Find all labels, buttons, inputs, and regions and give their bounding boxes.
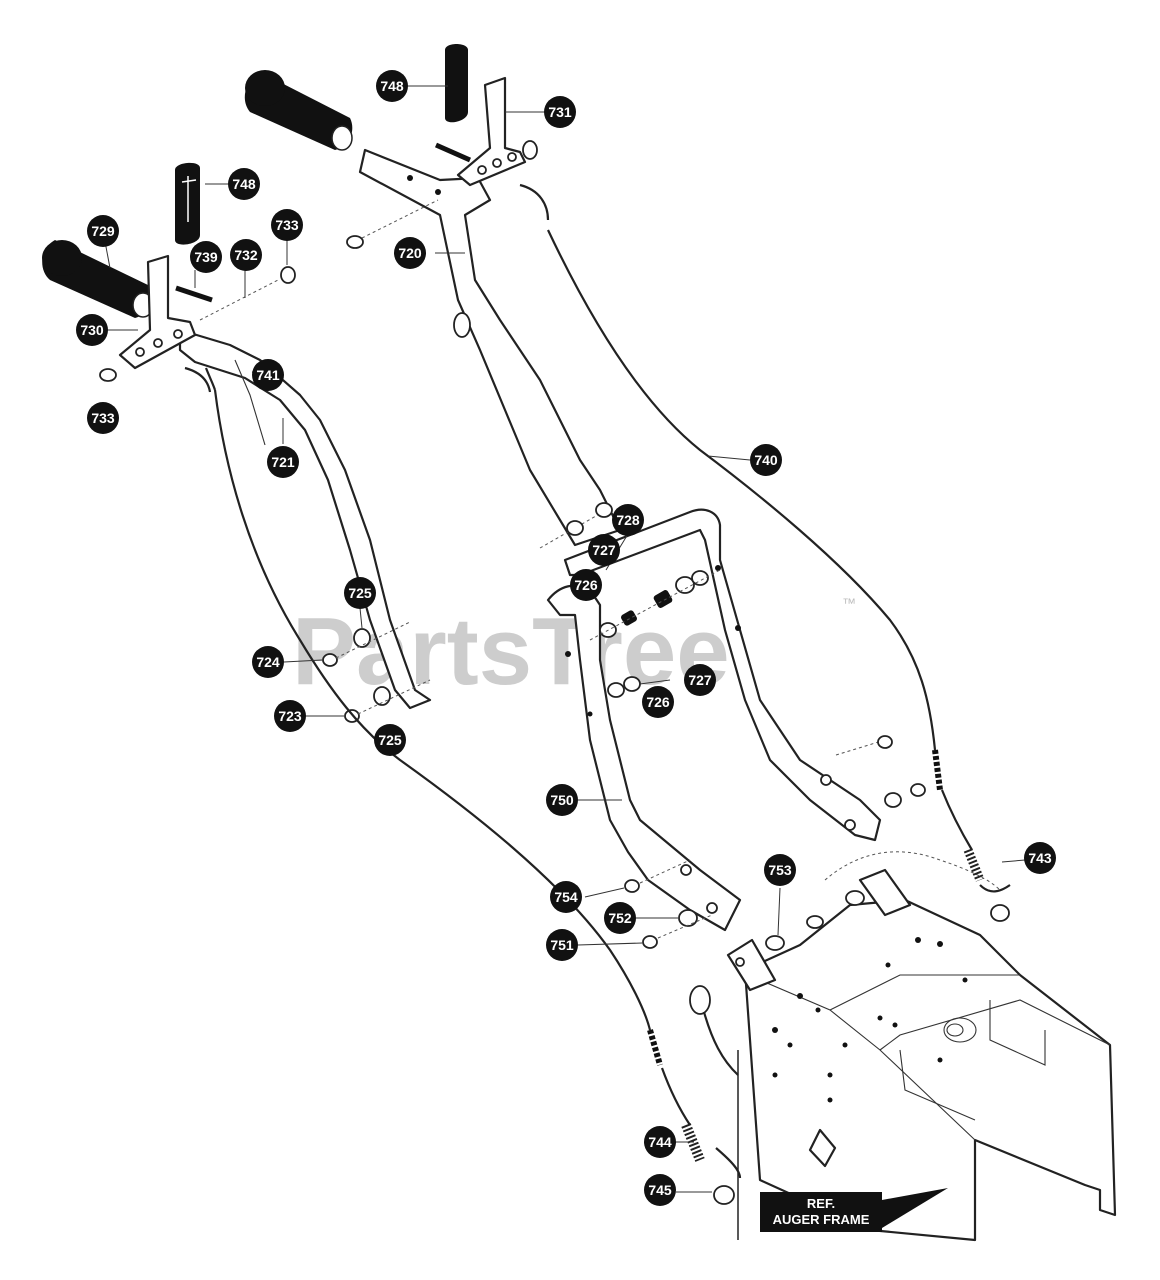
callout-752: 752 <box>604 902 636 934</box>
svg-text:720: 720 <box>398 245 422 261</box>
svg-text:727: 727 <box>688 672 712 688</box>
callout-744: 744 <box>644 1126 676 1158</box>
callout-751: 751 <box>546 929 578 961</box>
svg-text:740: 740 <box>754 452 778 468</box>
svg-text:743: 743 <box>1028 850 1052 866</box>
bolt-732 <box>199 266 296 321</box>
callout-739: 739 <box>190 241 222 273</box>
svg-text:727: 727 <box>592 542 616 558</box>
callout-732: 732 <box>230 239 262 271</box>
ref-auger-frame-label: REF. AUGER FRAME <box>760 1188 948 1232</box>
decal-748-left <box>175 162 200 245</box>
svg-text:733: 733 <box>275 217 299 233</box>
left-grip-729 <box>42 240 154 318</box>
callout-733-top: 733 <box>271 209 303 241</box>
svg-text:739: 739 <box>194 249 218 265</box>
callout-725-bottom: 725 <box>374 724 406 756</box>
svg-text:741: 741 <box>256 367 280 383</box>
svg-text:729: 729 <box>91 223 115 239</box>
right-handle-frame <box>563 508 882 842</box>
callout-729: 729 <box>87 215 119 247</box>
control-lever-731 <box>456 76 550 221</box>
svg-text:750: 750 <box>550 792 574 808</box>
svg-text:725: 725 <box>378 732 402 748</box>
callout-725-top: 725 <box>344 577 376 609</box>
svg-text:748: 748 <box>232 176 256 192</box>
auger-frame <box>689 851 1117 1242</box>
callout-721: 721 <box>267 446 299 478</box>
svg-text:732: 732 <box>234 247 258 263</box>
callout-741: 741 <box>252 359 284 391</box>
callout-727-bottom: 727 <box>684 664 716 696</box>
bottom-bolts <box>624 735 926 949</box>
ref-label-line1: REF. <box>807 1196 835 1211</box>
svg-text:731: 731 <box>548 104 572 120</box>
svg-text:744: 744 <box>648 1134 672 1150</box>
svg-text:745: 745 <box>648 1182 672 1198</box>
decal-748-upper <box>434 44 472 163</box>
lower-handle-750 <box>546 584 742 932</box>
svg-text:748: 748 <box>380 78 404 94</box>
watermark-trademark: ™ <box>842 595 856 611</box>
callout-720: 720 <box>394 237 426 269</box>
svg-text:723: 723 <box>278 708 302 724</box>
callout-724: 724 <box>252 646 284 678</box>
cable-741 <box>213 389 742 1205</box>
callout-743: 743 <box>1024 842 1056 874</box>
svg-text:754: 754 <box>554 889 578 905</box>
callout-745: 745 <box>644 1174 676 1206</box>
callout-723: 723 <box>274 700 306 732</box>
control-lever-730 <box>99 254 212 393</box>
callout-754: 754 <box>550 881 582 913</box>
svg-text:725: 725 <box>348 585 372 601</box>
callout-733-bottom: 733 <box>87 402 119 434</box>
callout-728: 728 <box>612 504 644 536</box>
callout-748-left: 748 <box>228 168 260 200</box>
callout-730: 730 <box>76 314 108 346</box>
callout-740: 740 <box>750 444 782 476</box>
callout-727-top: 727 <box>588 534 620 566</box>
callout-753: 753 <box>764 854 796 886</box>
callout-750: 750 <box>546 784 578 816</box>
svg-text:753: 753 <box>768 862 792 878</box>
callout-726-bottom: 726 <box>642 686 674 718</box>
cable-740 <box>547 229 1011 922</box>
callout-726-top: 726 <box>570 569 602 601</box>
ref-label-line2: AUGER FRAME <box>773 1212 870 1227</box>
svg-text:733: 733 <box>91 410 115 426</box>
svg-text:730: 730 <box>80 322 104 338</box>
svg-text:726: 726 <box>574 577 598 593</box>
upper-grip <box>244 70 353 151</box>
svg-text:751: 751 <box>550 937 574 953</box>
callout-731: 731 <box>544 96 576 128</box>
upper-handle-720 <box>358 148 622 547</box>
decal-739 <box>175 285 213 303</box>
svg-text:724: 724 <box>256 654 280 670</box>
svg-text:721: 721 <box>271 454 295 470</box>
svg-text:726: 726 <box>646 694 670 710</box>
callout-748-upper: 748 <box>376 70 408 102</box>
svg-text:752: 752 <box>608 910 632 926</box>
bolt-upper <box>346 199 439 249</box>
svg-text:728: 728 <box>616 512 640 528</box>
linkage-hardware <box>539 502 721 698</box>
